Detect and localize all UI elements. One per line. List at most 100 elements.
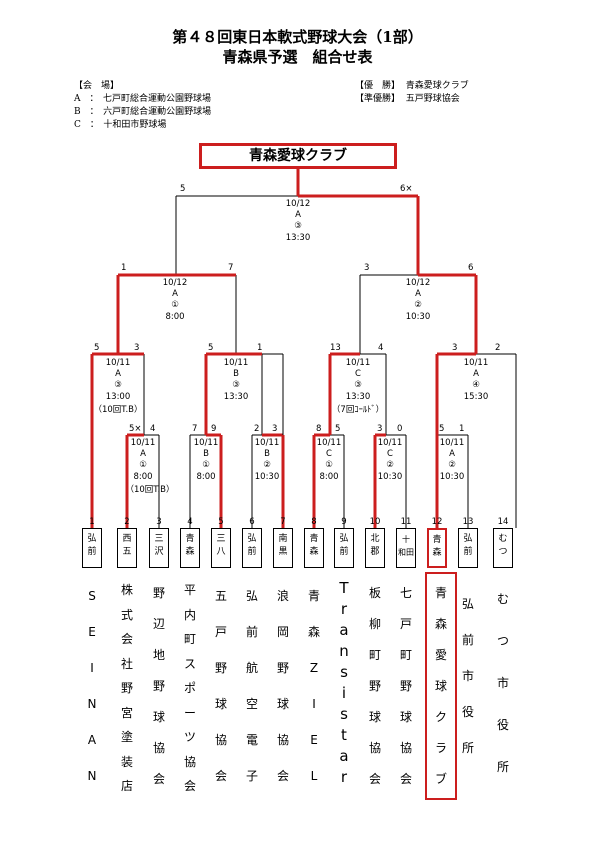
name-char: 青 bbox=[434, 586, 447, 600]
name-char: s bbox=[340, 705, 348, 723]
team-full-name-2: 株式会社野宮塗装店 bbox=[115, 578, 139, 799]
name-char: 球 bbox=[152, 710, 165, 724]
region-char: 五 bbox=[122, 547, 132, 557]
name-char: 協 bbox=[368, 741, 381, 755]
match-number: ③ bbox=[354, 380, 362, 390]
score-left: 7 bbox=[192, 424, 198, 434]
name-char: ク bbox=[434, 710, 447, 724]
team-full-name-14: むつ市役所 bbox=[491, 578, 515, 788]
match-note: （10回T.B） bbox=[93, 405, 143, 415]
name-char: 青 bbox=[307, 589, 320, 603]
venue-a: A ： 七戸町総合運動公園野球場 bbox=[74, 94, 212, 104]
team-full-name-5: 五戸野球協会 bbox=[209, 578, 233, 794]
name-char: t bbox=[341, 726, 347, 744]
match-number: ① bbox=[325, 460, 333, 470]
name-char: つ bbox=[496, 634, 509, 648]
name-char: 子 bbox=[245, 769, 258, 783]
name-char: 戸 bbox=[214, 625, 227, 639]
match-number: ③ bbox=[114, 380, 122, 390]
region-char: 弘 bbox=[463, 534, 473, 544]
team-region-box: 南黒 bbox=[273, 528, 293, 568]
name-char: 航 bbox=[245, 661, 258, 675]
team-region-box: 弘前 bbox=[242, 528, 262, 568]
match-time: 13:30 bbox=[345, 392, 371, 402]
team-number-5: 5 bbox=[218, 517, 224, 527]
team-region-box: むつ bbox=[493, 528, 513, 568]
name-char: 会 bbox=[368, 772, 381, 786]
match-number: ① bbox=[139, 460, 147, 470]
winner-name: 青森愛球クラブ bbox=[405, 81, 469, 91]
match-number: ② bbox=[263, 460, 271, 470]
match-date: 10/11 bbox=[316, 438, 342, 448]
team-region-box: 弘前 bbox=[82, 528, 102, 568]
name-char: I bbox=[312, 697, 316, 711]
name-char: 球 bbox=[214, 697, 227, 711]
region-char: 森 bbox=[432, 548, 442, 558]
name-char: 装 bbox=[120, 754, 133, 769]
name-char: 野 bbox=[152, 679, 165, 693]
name-char: 協 bbox=[183, 754, 196, 769]
team-region-box: 十和田 bbox=[396, 528, 416, 568]
match-number: ② bbox=[386, 460, 394, 470]
region-char: 三 bbox=[216, 534, 226, 544]
score-right: 6× bbox=[400, 184, 413, 194]
team-number-8: 8 bbox=[311, 517, 317, 527]
region-char: 森 bbox=[185, 547, 195, 557]
score-left: 2 bbox=[254, 424, 260, 434]
name-char: 塗 bbox=[120, 730, 133, 744]
score-right: 4 bbox=[150, 424, 156, 434]
name-char: 協 bbox=[399, 741, 412, 755]
score-right: 4 bbox=[378, 343, 384, 353]
venue-heading: 【会 場】 bbox=[74, 81, 120, 91]
name-char: ラ bbox=[434, 741, 447, 755]
score-left: 13 bbox=[330, 343, 341, 353]
team-number-11: 11 bbox=[400, 517, 412, 527]
score-right: 6 bbox=[468, 263, 474, 273]
match-date: 10/12 bbox=[162, 278, 188, 288]
score-right: 2 bbox=[495, 343, 501, 353]
name-char: 電 bbox=[245, 733, 258, 747]
match-venue: A bbox=[172, 289, 178, 299]
name-char: 宮 bbox=[120, 705, 133, 720]
name-char: 町 bbox=[399, 648, 412, 662]
match-venue: B bbox=[203, 449, 209, 459]
team-region-box: 西五 bbox=[117, 528, 137, 568]
match-time: 10:30 bbox=[439, 472, 465, 482]
match-note: （10回T.B） bbox=[125, 485, 175, 495]
team-full-name-13: 弘前市役所 bbox=[456, 578, 480, 766]
name-char: 浪 bbox=[276, 589, 289, 603]
name-char: S bbox=[88, 589, 96, 603]
match-venue: A bbox=[449, 449, 455, 459]
match-number: ③ bbox=[232, 380, 240, 390]
region-char: 郡 bbox=[370, 547, 380, 557]
match-venue: A bbox=[415, 289, 421, 299]
match-number: ③ bbox=[294, 221, 302, 231]
match-number: ② bbox=[448, 460, 456, 470]
winner-row: 【優 勝】 青森愛球クラブ bbox=[355, 78, 469, 91]
name-char: 弘 bbox=[245, 589, 258, 603]
score-left: 3 bbox=[364, 263, 370, 273]
match-date: 10/11 bbox=[439, 438, 465, 448]
name-char: E bbox=[310, 733, 318, 747]
match-date: 10/12 bbox=[285, 199, 311, 209]
name-char: 戸 bbox=[399, 617, 412, 631]
page-title: 第４８回東日本軟式野球大会（1部） bbox=[172, 28, 423, 46]
team-number-10: 10 bbox=[369, 517, 381, 527]
team-region-box-champion: 青森 bbox=[427, 528, 447, 568]
name-char: 役 bbox=[496, 718, 509, 732]
region-char: 十 bbox=[402, 535, 410, 544]
page-subtitle: 青森県予選 組合せ表 bbox=[222, 48, 373, 66]
score-left: 5 bbox=[180, 184, 186, 194]
region-char: む bbox=[498, 534, 508, 544]
match-number: ④ bbox=[472, 380, 480, 390]
champion-box: 青森愛球クラブ bbox=[199, 143, 397, 169]
name-char: 球 bbox=[434, 679, 447, 693]
match-venue: C bbox=[387, 449, 393, 459]
team-number-3: 3 bbox=[156, 517, 162, 527]
score-left: 5× bbox=[129, 424, 142, 434]
score-left: 3 bbox=[452, 343, 458, 353]
venue-c: C ： 十和田市野球場 bbox=[74, 120, 167, 130]
name-char: 協 bbox=[152, 741, 165, 755]
